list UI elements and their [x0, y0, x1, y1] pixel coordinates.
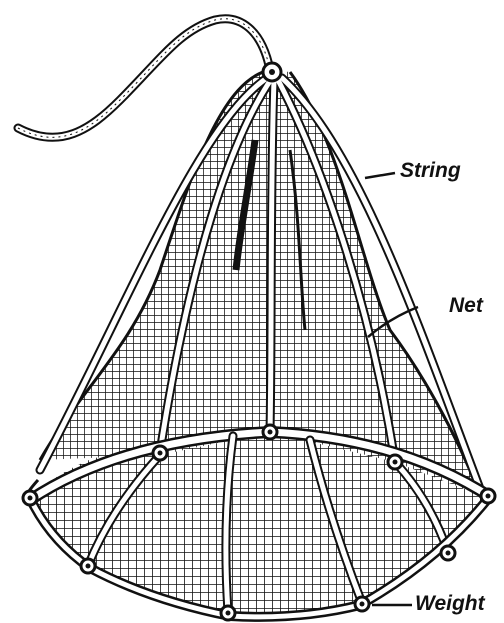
label-net: Net [449, 294, 483, 318]
weight-ring [221, 606, 235, 620]
label-string: String [400, 159, 461, 183]
weight-ring [355, 597, 369, 611]
leader-line-string [365, 173, 395, 178]
weight-ring [81, 559, 95, 573]
top-ring [263, 63, 281, 81]
weight-ring [441, 546, 455, 560]
weight-ring [388, 455, 402, 469]
weight-ring [23, 491, 37, 505]
weight-ring [153, 446, 167, 460]
label-weight: Weight [415, 592, 485, 616]
weight-ring [481, 489, 495, 503]
weight-ring [263, 425, 277, 439]
